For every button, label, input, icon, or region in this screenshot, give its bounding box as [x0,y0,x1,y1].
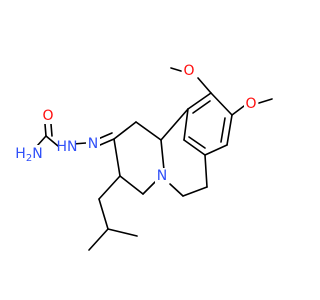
atom-n-imine: N [86,135,100,152]
atom-o-carbonyl: O [41,107,55,124]
atom-o-right: O [244,96,258,114]
bond-n-c11b [160,139,165,171]
structure-diagram: O O O H2N HN N N [15,62,273,251]
arom-bond-4-inner [188,136,206,149]
bond-c6-c7 [182,186,208,197]
o-carbonyl-label: O [42,108,53,124]
bond-n-c6 [169,183,184,197]
bond-c2-n-double [99,138,115,146]
arom-bond-4 [183,139,206,156]
n-ring-label: N [157,168,167,184]
arom-bond-2 [226,114,233,146]
molecule-canvas: O O O H2N HN N N [15,62,273,251]
bond-ch-me1 [88,228,109,251]
bond-o-right-aryl [231,105,245,116]
o-top-label: O [183,63,194,79]
bond-c2-n-double-2 [97,132,113,140]
atom-labels: O O O H2N HN N N [15,62,258,185]
bond-nh-carbonyl-c [45,135,59,147]
bond-ch3-top [170,67,182,72]
bond-c3-ch2 [98,175,121,200]
o-right-label: O [245,96,256,112]
arom-bond-5 [183,108,189,141]
nh-label: HN [57,139,78,155]
bond-o-top-aryl [197,77,212,94]
bond-carbonyl-nh2 [36,135,47,147]
arom-bond-6 [187,92,212,110]
atom-o-top: O [182,62,196,79]
arom-bond-2-inner [220,117,226,143]
bond-carbonyl-o-2 [50,123,53,137]
arom-bond-3 [204,144,228,156]
bond-ch2-ch [98,198,109,230]
n-imine-label: N [88,136,98,152]
atom-nh: HN [57,138,78,155]
bonds [36,67,273,251]
bond-ch-me2 [107,228,138,237]
atom-n-ring: N [155,168,169,185]
arom-bond-1 [210,92,233,116]
bond-c2-c3 [113,138,121,177]
arom-bond-6-inner [192,100,211,114]
nh2-label: H2N [15,146,42,164]
bond-c4-n [142,181,156,195]
bond-carbonyl-o-1 [44,123,47,137]
bond-c3-c4 [119,175,144,195]
bond-c11b-aryl [160,108,189,141]
bond-c1-c2 [113,121,137,140]
bond-c1-c11b [135,121,162,141]
atom-nh2: H2N [15,145,43,164]
bond-o-right-ch3 [258,98,273,104]
bond-c7-aryl [204,154,208,188]
